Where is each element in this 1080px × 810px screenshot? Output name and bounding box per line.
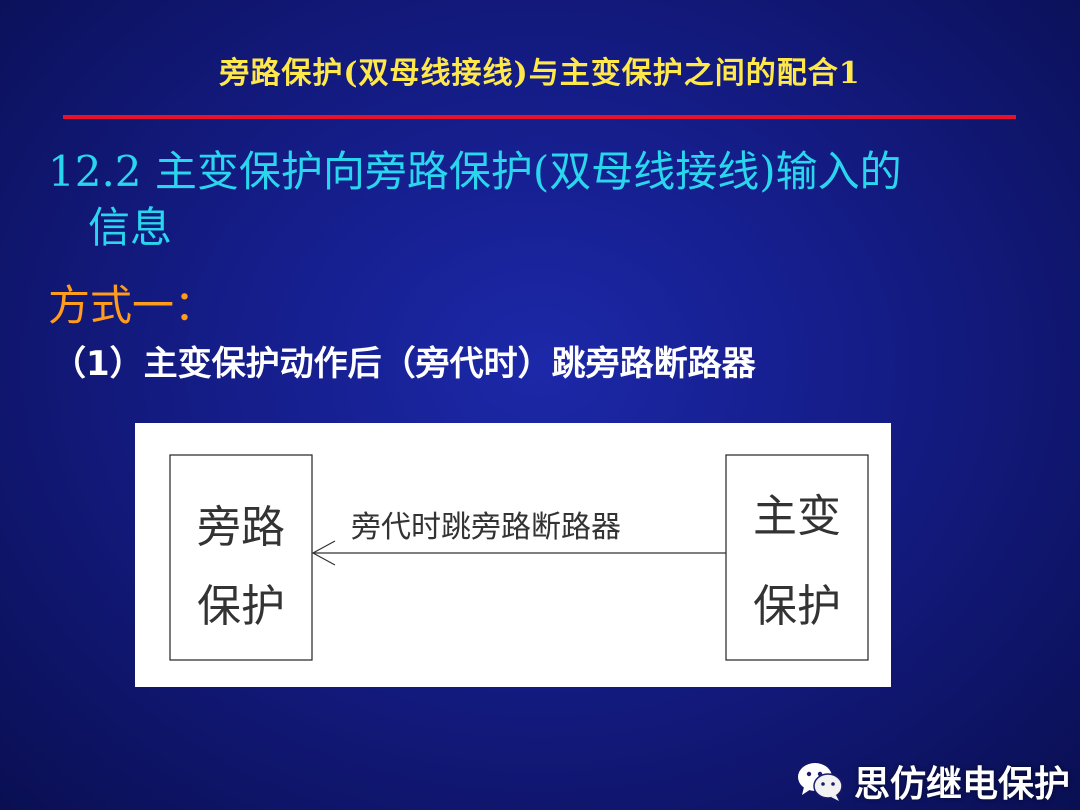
transformer-protection-box <box>725 454 869 661</box>
arrow-head-icon <box>311 540 336 566</box>
bypass-protection-box <box>169 454 313 661</box>
diagram-panel: 旁路 保护 主变 保护 旁代时跳旁路断路器 <box>135 423 891 687</box>
block-diagram: 旁路 保护 主变 保护 旁代时跳旁路断路器 <box>169 454 869 661</box>
watermark: 思仿继电保护 <box>796 756 1070 806</box>
title-divider <box>63 115 1016 119</box>
section-heading: 12.2 主变保护向旁路保护(双母线接线)输入的 信息 <box>48 144 1058 256</box>
bypass-protection-label-line1: 旁路 <box>197 502 285 553</box>
section-heading-line2: 信息 <box>88 203 173 252</box>
transformer-protection-label-line1: 主变 <box>753 491 841 542</box>
transformer-protection-label-line2: 保护 <box>753 581 841 632</box>
list-item: （1）主变保护动作后（旁代时）跳旁路断路器 <box>52 344 756 384</box>
signal-arrow-label: 旁代时跳旁路断路器 <box>351 510 621 545</box>
method-label: 方式一： <box>48 281 217 330</box>
slide-title: 旁路保护(双母线接线)与主变保护之间的配合1 <box>219 56 861 91</box>
watermark-text: 思仿继电保护 <box>853 764 1070 805</box>
section-heading-line1: 12.2 主变保护向旁路保护(双母线接线)输入的 <box>48 147 902 196</box>
wechat-icon <box>797 763 843 801</box>
bypass-protection-label-line2: 保护 <box>197 581 285 632</box>
